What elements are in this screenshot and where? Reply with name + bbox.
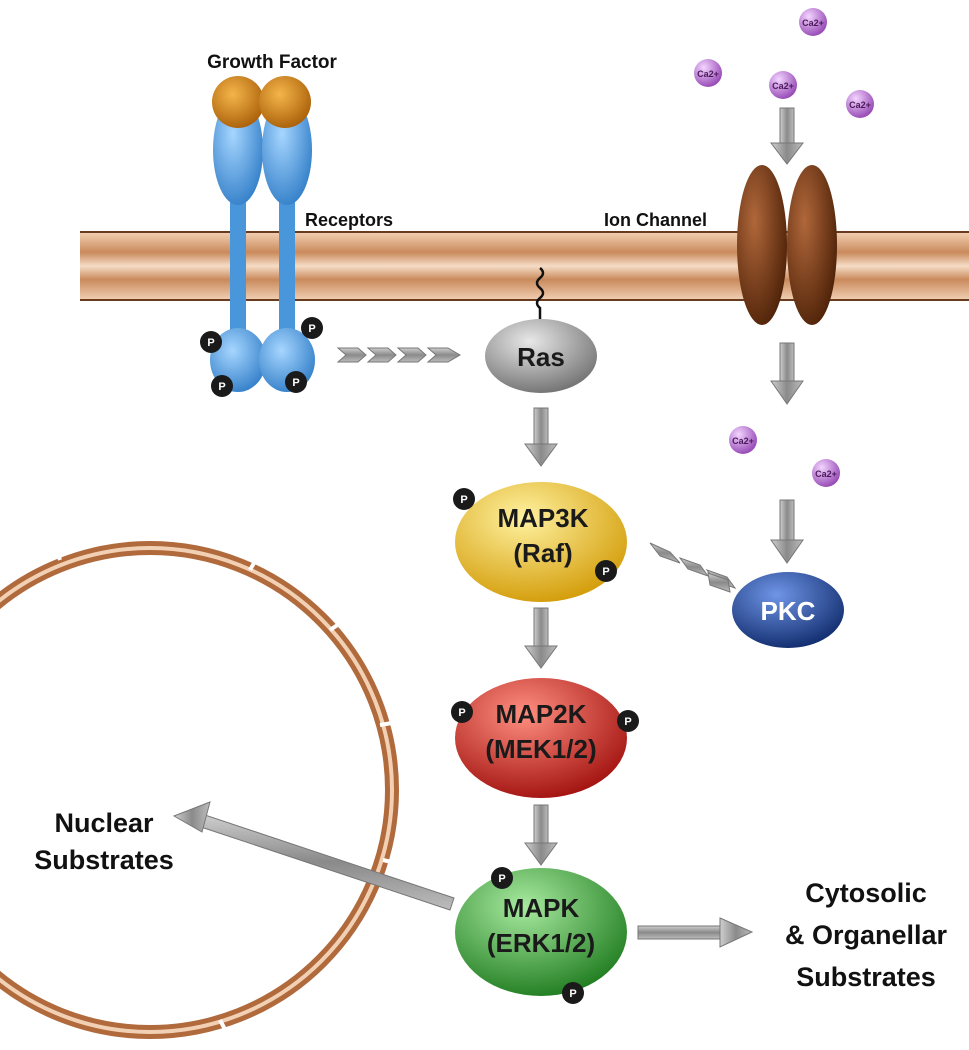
map2k-label: MAP2K (495, 699, 586, 729)
nuclear-substrates-label-line2: Substrates (34, 845, 174, 875)
svg-text:P: P (207, 337, 214, 349)
calcium-ion-label: Ca2+ (697, 69, 719, 79)
phosphate-groups: P P P P P P P P P P (200, 317, 639, 1004)
svg-text:P: P (458, 707, 465, 719)
phosphate-icon: P (617, 710, 639, 732)
map3k-sublabel: (Raf) (513, 538, 572, 568)
growth-factor-left (212, 76, 264, 128)
cytosolic-substrates-label-line1: Cytosolic (805, 878, 927, 908)
arrow-map2k-to-mapk (524, 804, 558, 866)
map3k-node: MAP3K (Raf) (455, 482, 627, 602)
mapk-label: MAPK (503, 893, 580, 923)
svg-text:P: P (292, 377, 299, 389)
growth-factor-right (259, 76, 311, 128)
calcium-ion-label: Ca2+ (802, 18, 824, 28)
arrow-channel-to-calcium (770, 342, 804, 405)
calcium-ion: Ca2+ (769, 71, 797, 99)
arrow-mapk-to-cytosolic (637, 917, 754, 948)
arrow-mapk-to-nuclear (172, 801, 455, 911)
nuclear-envelope (0, 541, 401, 1039)
growth-factor-label: Growth Factor (207, 52, 337, 73)
phosphate-icon: P (200, 331, 222, 353)
map2k-node: MAP2K (MEK1/2) (455, 678, 627, 798)
ras-node: Ras (485, 319, 597, 393)
phosphate-icon: P (562, 982, 584, 1004)
arrow-pkc-to-map3k (649, 542, 737, 593)
phosphate-icon: P (451, 701, 473, 723)
pkc-label: PKC (761, 596, 816, 626)
ion-channel (737, 165, 837, 325)
pkc-node: PKC (732, 572, 844, 648)
phosphate-icon: P (211, 375, 233, 397)
calcium-ion-label: Ca2+ (849, 100, 871, 110)
phosphate-icon: P (453, 488, 475, 510)
calcium-ion-label: Ca2+ (815, 469, 837, 479)
mapk-sublabel: (ERK1/2) (487, 928, 595, 958)
svg-text:P: P (498, 873, 505, 885)
cytosolic-substrates-label-line3: Substrates (796, 962, 936, 992)
svg-text:P: P (218, 381, 225, 393)
calcium-ion-label: Ca2+ (772, 81, 794, 91)
svg-text:P: P (308, 323, 315, 335)
calcium-ion: Ca2+ (846, 90, 874, 118)
arrow-calcium-to-pkc (770, 499, 804, 564)
cytosolic-substrates-label-line2: & Organellar (785, 920, 948, 950)
mapk-node: MAPK (ERK1/2) (455, 868, 627, 996)
phosphate-icon: P (301, 317, 323, 339)
map3k-label: MAP3K (497, 503, 588, 533)
arrow-ras-to-map3k (524, 407, 558, 467)
svg-text:P: P (460, 494, 467, 506)
calcium-ion: Ca2+ (799, 8, 827, 36)
phosphate-icon: P (285, 371, 307, 393)
svg-text:P: P (624, 716, 631, 728)
receptors-label: Receptors (305, 210, 393, 230)
ion-channel-label: Ion Channel (604, 210, 707, 230)
nuclear-substrates-label-line1: Nuclear (54, 808, 154, 838)
ras-anchor (535, 267, 545, 336)
map2k-sublabel: (MEK1/2) (485, 734, 596, 764)
calcium-ion: Ca2+ (812, 459, 840, 487)
svg-text:P: P (602, 566, 609, 578)
arrow-map3k-to-map2k (524, 607, 558, 669)
calcium-ion: Ca2+ (729, 426, 757, 454)
ras-label: Ras (517, 342, 565, 372)
receptor-dimer (210, 76, 315, 392)
calcium-ions: Ca2+ Ca2+ Ca2+ Ca2+ Ca2+ Ca2+ (694, 8, 874, 487)
arrows (172, 107, 805, 948)
phosphate-icon: P (491, 867, 513, 889)
svg-text:P: P (569, 988, 576, 1000)
phosphate-icon: P (595, 560, 617, 582)
calcium-ion-label: Ca2+ (732, 436, 754, 446)
arrow-calcium-into-channel (769, 107, 805, 165)
arrow-receptor-to-ras (336, 347, 461, 363)
calcium-ion: Ca2+ (694, 59, 722, 87)
